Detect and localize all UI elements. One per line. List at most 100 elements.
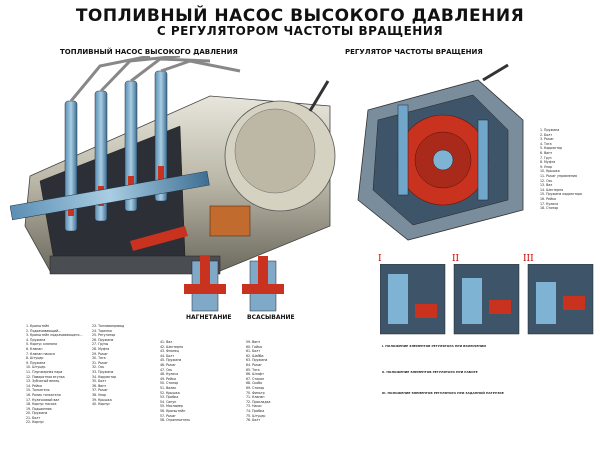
plunger-phase-diagrams [184, 256, 284, 312]
pump-section-title: ТОПЛИВНЫЙ НАСОС ВЫСОКОГО ДАВЛЕНИЯ [60, 48, 238, 56]
legend-item: 52. Крышка [160, 390, 180, 395]
legend-item: 75. Штуцер [246, 413, 266, 418]
legend-item: 63. Пружина [246, 358, 268, 363]
position-diagram-2 [453, 264, 520, 335]
legend-item: 32. Ось [92, 365, 105, 370]
regulator-positions-diagram [380, 264, 594, 335]
legend-item: 42. Шестерня [160, 344, 184, 349]
injection-label: НАГНЕТАНИЕ [186, 314, 232, 321]
regulator-section-title: РЕГУЛЯТОР ЧАСТОТЫ ВРАЩЕНИЯ [345, 48, 483, 56]
legend-item: 28. Муфта [92, 346, 110, 351]
legend-item: 21. Болт [26, 415, 41, 420]
legend-item: 3. Рычаг [540, 137, 555, 142]
legend-item: 14. Шестерня [540, 187, 564, 192]
page-title: ТОПЛИВНЫЙ НАСОС ВЫСОКОГО ДАВЛЕНИЯ [75, 6, 525, 26]
legend-item: 40. Корпус [92, 402, 111, 407]
legend-item: 9. Упор [540, 164, 553, 169]
legend-item: 14. Рейка [26, 383, 42, 388]
explanation-heading-2: II. ПОЛОЖЕНИЕ ЭЛЕМЕНТОВ РЕГУЛЯТОРА ПРИ Р… [382, 369, 478, 374]
legend-item: 9. Пружина [26, 360, 46, 365]
legend-item: 18. Корпус насоса [26, 402, 57, 407]
suction-label: ВСАСЫВАНИЕ [247, 314, 295, 321]
legend-item: 76. Болт [246, 418, 261, 423]
legend-item: 35. Болт [92, 379, 107, 384]
legend-item: 5. Корпус клапана [26, 342, 58, 347]
position-label-1: I [378, 254, 382, 264]
legend-item: 11. Плунжерная пара [26, 369, 63, 374]
legend-item: 55. Масломер [160, 404, 183, 409]
legend-item: 6. Клапан [26, 346, 43, 351]
legend-item: 13. Вал [540, 183, 553, 188]
legend-item: 7. Груз [540, 155, 552, 160]
legend-item: 73. Насос [246, 404, 262, 409]
legend-item: 26. Пружина [92, 337, 114, 342]
legend-item: 53. Пробка [160, 395, 179, 400]
legend-item: 27. Грузы [92, 342, 109, 347]
legend-item: 24. Тарелка [92, 328, 112, 333]
legend-item: 49. Рейка [160, 376, 176, 381]
legend-item: 8. Муфта [540, 160, 556, 165]
explanation-heading-1: I. ПОЛОЖЕНИЕ ЭЛЕМЕНТОВ РЕГУЛЯТОРА ПРИ ВК… [382, 344, 486, 348]
legend-item: 70. Фильтр [246, 390, 265, 395]
legend-item: 68. Скоба [246, 381, 263, 386]
pump-cutaway-illustration [10, 56, 336, 275]
legend-item: 17. Кулачковый вал [26, 397, 60, 402]
legend-item: 51. Валик [160, 385, 177, 390]
legend-item: 17. Кулиса [540, 201, 559, 206]
legend-item: 23. Топливопровод [92, 324, 125, 328]
legend-item: 22. Корпус [26, 420, 45, 425]
position-label-2: II [452, 254, 460, 264]
page-subtitle: С РЕГУЛЯТОРОМ ЧАСТОТЫ ВРАЩЕНИЯ [156, 24, 444, 38]
legend-item: 58. Ограничитель [160, 418, 191, 423]
legend-item: 66. Штифт [246, 372, 265, 377]
legend-item: 61. Болт [246, 349, 261, 354]
legend-item: 12. Ось [540, 178, 553, 183]
legend-item: 3. Кронштейн подкачивающего... [26, 333, 83, 338]
legend-item: 25. Регулятор [92, 333, 116, 338]
explanation-paragraph-2 [382, 374, 592, 392]
explanation-text: I. ПОЛОЖЕНИЕ ЭЛЕМЕНТОВ РЕГУЛЯТОРА ПРИ ВК… [382, 344, 592, 418]
position-diagram-3 [527, 264, 594, 335]
legend-item: 59. Винт [246, 340, 261, 344]
legend-item: 4. Тяга [540, 141, 552, 146]
legend-item: 29. Рычаг [92, 351, 109, 356]
legend-item: 16. Рейка [540, 196, 556, 201]
legend-item: 2. Болт [540, 132, 553, 137]
legend-item: 36. Винт [92, 383, 107, 388]
legend-item: 8. Штуцер [26, 356, 44, 361]
legend-item: 39. Крышка [92, 397, 112, 402]
legend-column-4: 59. Винт 60. Гайка 61. Болт 62. Шайба 63… [246, 340, 270, 423]
explanation-paragraph-3 [382, 396, 592, 418]
legend-item: 65. Тяга [246, 367, 260, 372]
legend-item: 34. Корректор [92, 374, 117, 379]
legend-item: 19. Подшипник [26, 406, 52, 411]
legend-item: 67. Стакан [246, 376, 265, 381]
legend-item: 30. Тяга [92, 356, 106, 361]
legend-item: 38. Упор [92, 392, 107, 397]
legend-item: 46. Рычаг [160, 362, 177, 367]
legend-item: 44. Болт [160, 353, 175, 358]
legend-item: 71. Клапан [246, 395, 265, 400]
legend-item: 37. Рычаг [92, 388, 109, 393]
legend-item: 33. Пружина [92, 369, 114, 374]
legend-item: 31. Рычаг [92, 360, 109, 365]
legend-item: 47. Ось [160, 367, 173, 372]
legend-item: 10. Крышка [540, 169, 560, 174]
legend-item: 6. Винт [540, 150, 553, 155]
legend-item: 1. Пружина [540, 128, 560, 132]
legend-item: 11. Рычаг управления [540, 173, 577, 178]
legend-item: 5. Корректор [540, 146, 563, 151]
regulator-cutaway-illustration [357, 63, 524, 241]
legend-item: 20. Пружина [26, 411, 48, 416]
legend-item: 12. Поворотная втулка [26, 374, 65, 379]
legend-item: 69. Стопор [246, 385, 265, 390]
injection-diagram [184, 256, 226, 312]
legend-item: 60. Гайка [246, 344, 262, 349]
legend-item: 16. Ролик толкателя [26, 392, 61, 397]
legend-column-2: 23. Топливопровод 24. Тарелка 25. Регуля… [92, 324, 124, 407]
legend-item: 15. Толкатель [26, 388, 50, 393]
position-label-3: III [523, 254, 534, 264]
legend-item: 57. Рычаг [160, 413, 177, 418]
legend-item: 74. Пробка [246, 408, 265, 413]
legend-item: 43. Фланец [160, 349, 180, 354]
